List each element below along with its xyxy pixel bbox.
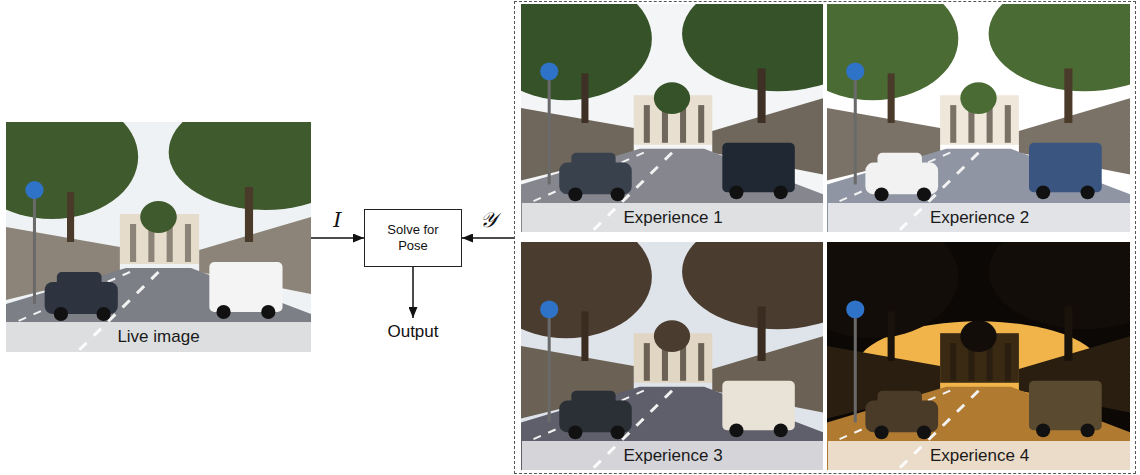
caption-band: Live image [6, 322, 311, 352]
node-text: Output [387, 322, 438, 342]
connector-arrow [412, 267, 414, 318]
live-image-panel: Live image [6, 122, 311, 352]
live-photo [6, 122, 311, 352]
experience-panel: Experience 4 [828, 243, 1131, 471]
caption-text: Live image [117, 327, 199, 347]
caption-text: Experience 2 [930, 208, 1029, 228]
edge-label: 𝒴 [478, 208, 498, 232]
experience-group: Experience 1 Experience 2 Experience 3 Expe… [514, 1, 1136, 474]
node-text: Solve for Pose [377, 222, 449, 254]
edge-label: I [331, 208, 343, 232]
caption-text: Experience 3 [623, 446, 722, 466]
experience-panel: Experience 2 [828, 5, 1131, 233]
caption-text: Experience 4 [930, 446, 1029, 466]
process-box: Solve for Pose [364, 209, 462, 267]
connector-arrow [462, 237, 514, 239]
experience-photo [827, 4, 1130, 232]
experience-panel: Experience 1 [522, 5, 824, 233]
connector-arrow [311, 237, 364, 239]
caption-text: Experience 1 [623, 208, 722, 228]
caption-band: Experience 1 [522, 203, 824, 233]
output-label: Output [363, 318, 463, 346]
caption-band: Experience 4 [828, 441, 1131, 471]
experience-photo [521, 242, 823, 470]
experience-photo [827, 242, 1130, 470]
caption-band: Experience 3 [522, 441, 824, 471]
experience-photo [521, 4, 823, 232]
caption-band: Experience 2 [828, 203, 1131, 233]
experience-panel: Experience 3 [522, 243, 824, 471]
